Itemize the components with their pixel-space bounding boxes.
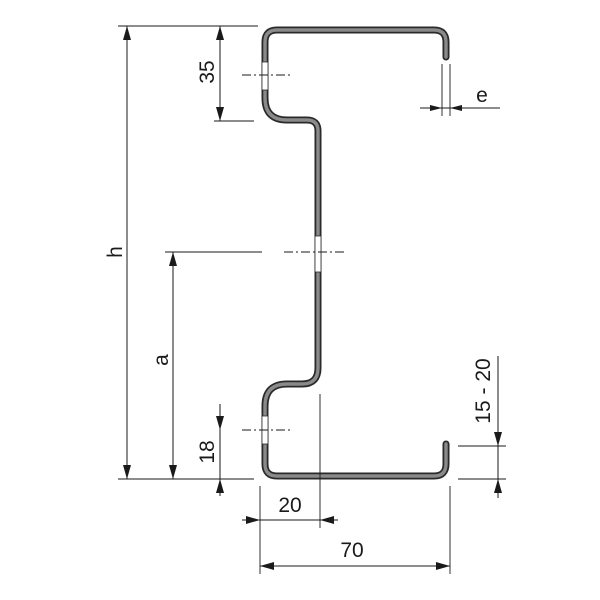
dim-35-arrow-top [216, 26, 224, 40]
center-lines [242, 74, 344, 431]
label-a: a [150, 354, 173, 366]
dim-lip-arrow-bottom [494, 479, 502, 493]
dim-e-arrow-right [450, 105, 462, 111]
dim-20-arrow-left [246, 516, 260, 524]
top-hole-marker [261, 61, 269, 91]
web-hole-marker [314, 235, 322, 273]
dim-e-arrow-left [430, 105, 442, 111]
dim-lip-arrow-top [494, 432, 502, 446]
dim-a-arrow-top [169, 252, 177, 266]
label-18: 18 [196, 440, 219, 463]
label-e: e [476, 84, 488, 107]
dim-a-arrow-bottom [169, 465, 177, 479]
dim-h-arrow-bottom [123, 465, 131, 479]
label-20: 20 [278, 494, 301, 517]
dim-18-arrow-top [216, 416, 224, 430]
dim-35-arrow-bottom [216, 107, 224, 121]
profile-inner-line [263, 28, 448, 478]
dimension-lines [123, 26, 502, 570]
label-15-20: 15 - 20 [472, 358, 495, 423]
dim-70-arrow-left [260, 562, 274, 570]
label-h: h [104, 246, 127, 258]
dim-h-arrow-top [123, 26, 131, 40]
label-70: 70 [340, 539, 363, 562]
label-35: 35 [196, 60, 219, 83]
profile-outline [261, 26, 450, 480]
steel-profile [261, 26, 450, 480]
dim-70-arrow-right [436, 562, 450, 570]
dimension-labels: h a 35 18 20 70 e 15 - 20 [104, 60, 495, 562]
dim-20-arrow-right [320, 516, 334, 524]
dim-18-arrow-bottom [216, 479, 224, 493]
